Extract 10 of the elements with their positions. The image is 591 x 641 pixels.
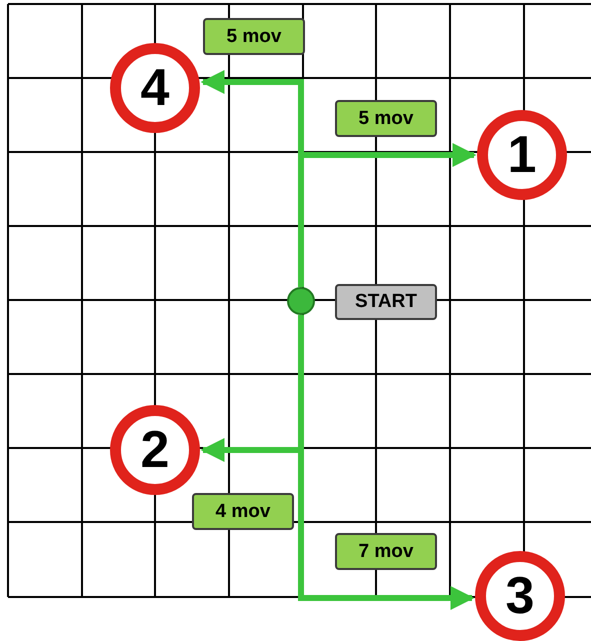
numbered-target-circle: 1: [477, 110, 567, 200]
start-label: START: [335, 284, 437, 320]
numbered-target-circle: 3: [475, 551, 565, 641]
edge-label: 7 mov: [335, 533, 437, 570]
numbered-target-circle: 4: [110, 43, 200, 133]
numbered-target-circle: 2: [110, 405, 200, 495]
start-point-circle: [287, 287, 315, 315]
edge-label: 5 mov: [203, 18, 305, 55]
edge-label: 5 mov: [335, 100, 437, 137]
edge-label: 4 mov: [192, 493, 294, 530]
